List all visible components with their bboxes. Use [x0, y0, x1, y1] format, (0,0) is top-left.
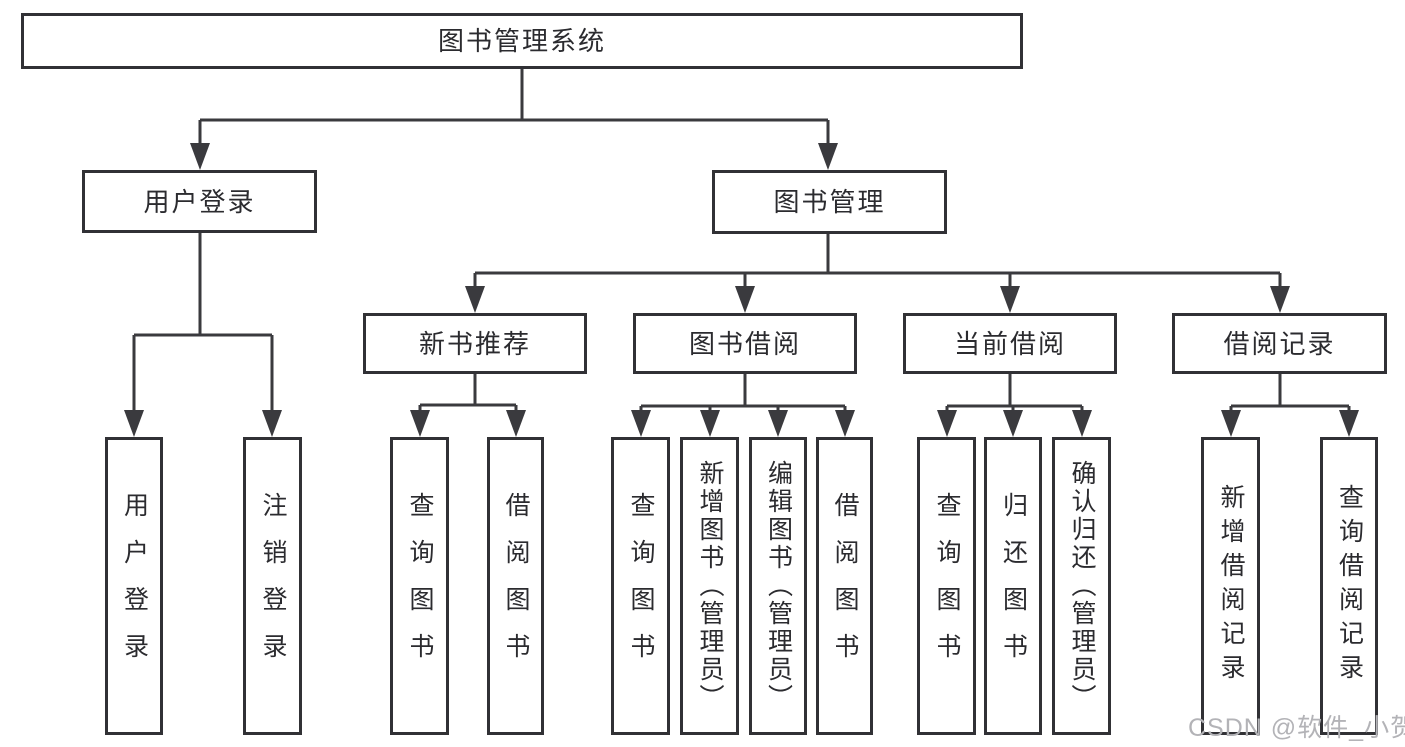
node-library-system: 图书管理系统: [21, 13, 1023, 69]
csdn-watermark: CSDN @软件_小贺同学: [1188, 714, 1405, 742]
leaf-user-login: 用户登录: [105, 437, 163, 735]
leaf-borrow-books: 借阅图书: [816, 437, 873, 735]
node-current-borrow: 当前借阅: [903, 313, 1117, 374]
edge-bookborrow-to-leaves: [631, 374, 855, 437]
edge-currentborrow-to-leaves: [937, 374, 1092, 437]
node-book-management: 图书管理: [712, 170, 947, 234]
leaf-add-books-admin: 新增图书（管理员）: [680, 437, 739, 735]
leaf-return-books: 归还图书: [984, 437, 1042, 735]
node-book-borrow: 图书借阅: [633, 313, 857, 374]
edge-root-to-level2: [190, 69, 838, 170]
edge-bookmgmt-to-level3: [465, 234, 1290, 313]
leaf-query-books: 查询图书: [390, 437, 449, 735]
leaf-add-borrow-record: 新增借阅记录: [1201, 437, 1260, 735]
leaf-edit-books-admin: 编辑图书（管理员）: [749, 437, 807, 735]
leaf-query-borrow-record: 查询借阅记录: [1320, 437, 1378, 735]
leaf-confirm-return-admin: 确认归还（管理员）: [1052, 437, 1111, 735]
edge-userlogin-to-leaves: [124, 233, 282, 437]
leaf-borrow-books: 借阅图书: [487, 437, 544, 735]
edge-borrowrecords-to-leaves: [1221, 374, 1359, 437]
leaf-query-books: 查询图书: [917, 437, 976, 735]
leaf-query-books: 查询图书: [611, 437, 670, 735]
node-user-login: 用户登录: [82, 170, 317, 233]
leaf-logout: 注销登录: [243, 437, 302, 735]
node-new-book-recommend: 新书推荐: [363, 313, 587, 374]
node-borrow-records: 借阅记录: [1172, 313, 1387, 374]
edge-newbooks-to-leaves: [410, 374, 526, 437]
